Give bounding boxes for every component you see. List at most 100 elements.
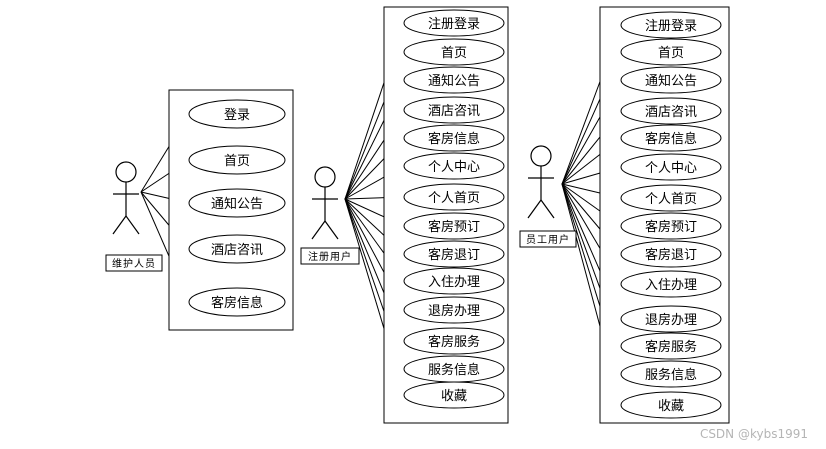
actor-left-leg (527, 199, 542, 219)
use-case: 酒店咨讯 (620, 97, 722, 125)
use-case-label: 退房办理 (645, 312, 697, 328)
actor-right-leg (540, 199, 555, 219)
use-case: 客房退订 (403, 240, 505, 268)
actor-left-leg (112, 215, 127, 235)
use-case-label: 客房信息 (645, 131, 697, 147)
use-case: 登录 (188, 99, 286, 129)
use-case: 客房信息 (620, 124, 722, 152)
use-case-ellipse (188, 234, 286, 264)
use-case: 客房信息 (403, 124, 505, 152)
use-case-ellipse (620, 11, 722, 39)
use-case-ellipse (620, 391, 722, 419)
use-case: 入住办理 (403, 267, 505, 295)
use-case: 服务信息 (620, 360, 722, 388)
use-case: 退房办理 (403, 296, 505, 324)
use-case-ellipse (620, 153, 722, 181)
use-case: 收藏 (620, 391, 722, 419)
use-case-ellipse (620, 240, 722, 268)
use-case-ellipse (403, 296, 505, 324)
actor-right-leg (324, 220, 339, 240)
use-case-ellipse (620, 124, 722, 152)
use-case: 注册登录 (403, 9, 505, 37)
use-case: 首页 (620, 38, 722, 66)
use-case-label: 客房服务 (645, 339, 697, 355)
actor-name: 注册用户 (308, 250, 352, 263)
use-case-label: 入住办理 (428, 275, 480, 290)
use-case-ellipse (620, 305, 722, 333)
use-case-label: 个人中心 (645, 161, 697, 176)
use-case-label: 酒店咨讯 (211, 243, 263, 258)
use-case: 客房服务 (403, 327, 505, 355)
use-case-label: 收藏 (441, 389, 467, 404)
use-case: 入住办理 (620, 270, 722, 298)
use-case-ellipse (403, 381, 505, 409)
use-case-ellipse (620, 212, 722, 240)
actor-2: 员工用户 (519, 145, 577, 248)
use-case: 首页 (403, 38, 505, 66)
use-case: 注册登录 (620, 11, 722, 39)
actor-0: 维护人员 (105, 161, 163, 272)
use-case-label: 注册登录 (428, 17, 480, 32)
use-case: 服务信息 (403, 355, 505, 383)
use-case: 客房信息 (188, 287, 286, 317)
use-case: 个人中心 (403, 152, 505, 180)
use-case-label: 个人首页 (428, 191, 480, 206)
use-case-label: 通知公告 (428, 73, 480, 89)
actor-right-leg (125, 215, 140, 235)
actor-label-box (105, 254, 163, 272)
use-case-ellipse (403, 96, 505, 124)
actor-head (530, 145, 552, 167)
use-case-label: 客房信息 (211, 295, 263, 311)
use-case-ellipse (620, 332, 722, 360)
use-case: 客房退订 (620, 240, 722, 268)
use-case-label: 退房办理 (428, 303, 480, 319)
use-case: 通知公告 (188, 188, 286, 218)
use-case-ellipse (620, 184, 722, 212)
use-case-ellipse (403, 327, 505, 355)
use-case: 退房办理 (620, 305, 722, 333)
use-case-ellipse (620, 360, 722, 388)
use-case-label: 客房预订 (428, 219, 480, 235)
actor-label-box (519, 230, 577, 248)
actor-head (115, 161, 137, 183)
use-case-label: 通知公告 (211, 196, 263, 212)
use-case-label: 客房服务 (428, 334, 480, 350)
use-case-ellipse (403, 9, 505, 37)
use-case-ellipse (188, 145, 286, 175)
use-case-label: 服务信息 (428, 362, 480, 378)
use-case: 个人中心 (620, 153, 722, 181)
use-case-ellipse (620, 38, 722, 66)
use-case-label: 客房信息 (428, 131, 480, 147)
use-case-ellipse (620, 97, 722, 125)
use-case: 通知公告 (403, 66, 505, 94)
use-case: 个人首页 (620, 184, 722, 212)
use-case-label: 收藏 (658, 399, 684, 414)
use-case-label: 个人中心 (428, 160, 480, 175)
use-case-ellipse (403, 152, 505, 180)
use-cases: 登录首页通知公告酒店咨讯客房信息注册登录首页通知公告酒店咨讯客房信息个人中心个人… (188, 9, 722, 419)
use-case-label: 客房退订 (428, 247, 480, 263)
use-case: 酒店咨讯 (403, 96, 505, 124)
use-case-label: 客房预订 (645, 219, 697, 235)
use-case-label: 登录 (224, 108, 250, 123)
use-case-ellipse (403, 183, 505, 211)
use-case-ellipse (188, 287, 286, 317)
use-case: 个人首页 (403, 183, 505, 211)
use-case: 酒店咨讯 (188, 234, 286, 264)
use-case-ellipse (403, 66, 505, 94)
use-case: 收藏 (403, 381, 505, 409)
actor-1: 注册用户 (300, 166, 360, 265)
watermark-text: CSDN @kybs1991 (700, 427, 808, 441)
use-case-ellipse (403, 267, 505, 295)
actor-head (314, 166, 336, 188)
use-case-ellipse (188, 188, 286, 218)
use-case: 客房预订 (403, 212, 505, 240)
use-case-ellipse (403, 240, 505, 268)
actor-name: 员工用户 (526, 233, 570, 246)
use-case-label: 酒店咨讯 (645, 105, 697, 120)
use-case: 通知公告 (620, 66, 722, 94)
actor-left-leg (311, 220, 326, 240)
use-case-label: 客房退订 (645, 247, 697, 263)
